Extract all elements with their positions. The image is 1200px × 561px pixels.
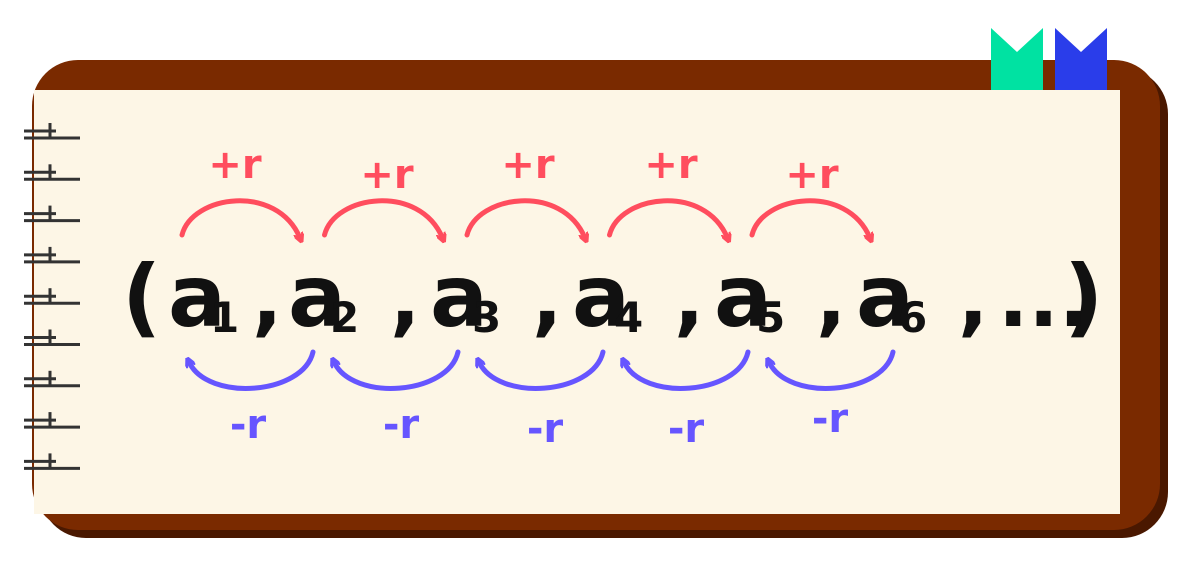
backward-arc [334, 349, 461, 391]
binding-ring [24, 453, 80, 470]
backward-arrows: -r -r -r -r -r [189, 349, 896, 452]
backward-arc [479, 349, 606, 391]
notebook-paper [34, 90, 1120, 514]
forward-label: +r [501, 142, 555, 188]
forward-label: +r [644, 142, 698, 188]
forward-arrows: +r +r +r +r +r [179, 142, 870, 238]
separator-comma: , [674, 252, 704, 345]
binding-ring [24, 246, 80, 264]
separator-comma: , [532, 252, 562, 345]
separator-comma: , [252, 252, 282, 345]
term-subscript: 1 [210, 293, 239, 342]
forward-label: +r [785, 152, 839, 198]
separator-comma: , [958, 252, 988, 345]
term-base: a [714, 247, 772, 347]
forward-label: +r [208, 142, 262, 188]
backward-arc [189, 349, 316, 391]
binding-ring [24, 164, 80, 181]
forward-arc [464, 198, 585, 238]
term-subscript: 6 [898, 293, 927, 342]
backward-label: -r [668, 406, 705, 452]
binding-ring [24, 123, 80, 140]
binding-ring [24, 205, 80, 223]
separator-comma: , [816, 252, 846, 345]
binding-ring [24, 412, 80, 429]
backward-arc [624, 349, 751, 391]
separator-comma: , [390, 252, 420, 345]
term-subscript: 3 [472, 293, 501, 342]
term-base: a [572, 247, 630, 347]
ribbon-right [1055, 28, 1107, 90]
sequence: ( ) ... a1,a2,a3,a4,a5,a6, [122, 247, 1103, 347]
backward-arc [769, 349, 896, 391]
backward-label: -r [812, 396, 849, 442]
term-base: a [168, 247, 226, 347]
term-subscript: 5 [756, 293, 785, 342]
backward-label: -r [230, 402, 267, 448]
term-base: a [430, 247, 488, 347]
forward-arc [322, 198, 443, 238]
term-base: a [288, 247, 346, 347]
bookmark-ribbon-icon [991, 28, 1107, 90]
forward-arc [607, 198, 728, 238]
ellipsis: ... [998, 252, 1089, 345]
backward-label: -r [383, 402, 420, 448]
spiral-binding-icon [24, 123, 80, 470]
open-paren: ( [122, 247, 161, 347]
term-subscript: 2 [330, 293, 359, 342]
forward-arc [179, 198, 300, 238]
ribbon-left [991, 28, 1043, 90]
binding-ring [24, 370, 80, 388]
binding-ring [24, 288, 80, 305]
binding-ring [24, 329, 80, 346]
term-subscript: 4 [614, 293, 643, 342]
forward-arc [749, 198, 870, 238]
forward-label: +r [360, 152, 414, 198]
close-paren: ) [1064, 247, 1103, 347]
backward-label: -r [527, 406, 564, 452]
term-base: a [856, 247, 914, 347]
